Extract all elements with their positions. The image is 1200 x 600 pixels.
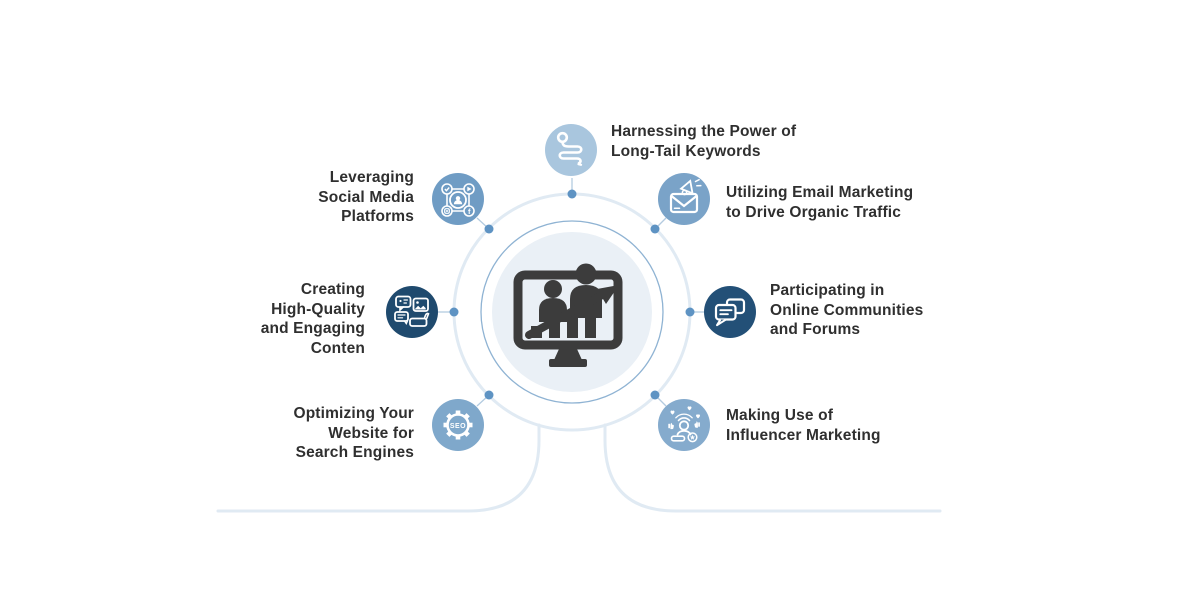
email-megaphone-icon <box>658 173 710 225</box>
node-dot <box>685 307 695 317</box>
topic-label-influencer-marketing: Making Use of Influencer Marketing <box>726 406 881 445</box>
topic-label-seo: Optimizing Your Website for Search Engin… <box>293 404 414 463</box>
svg-text:SEO: SEO <box>450 423 466 430</box>
label-line: Platforms <box>341 208 414 225</box>
label-line: Utilizing Email Marketing <box>726 184 914 201</box>
label-line: Creating <box>300 281 365 298</box>
label-line: to Drive Organic Traffic <box>726 203 902 221</box>
label-line: Conten <box>310 339 365 357</box>
center-thin-ring <box>480 220 664 404</box>
node-dot <box>449 307 459 317</box>
label-line: High-Quality <box>271 300 365 318</box>
label-line: and Engaging <box>260 320 365 337</box>
content-creation-icon <box>386 286 438 338</box>
label-line: Making Use of <box>726 407 834 424</box>
long-tail-keywords-icon <box>545 124 597 176</box>
topic-label-email-marketing: Utilizing Email Marketing to Drive Organ… <box>726 183 913 222</box>
chat-bubbles-icon <box>704 286 756 338</box>
social-media-network-icon: f <box>432 173 484 225</box>
left-sweep-line <box>216 423 541 513</box>
topic-label-social-media: Leveraging Social Media Platforms <box>318 168 414 227</box>
node-dot <box>484 390 494 400</box>
label-line: and Forums <box>770 321 861 338</box>
node-dot <box>650 224 660 234</box>
label-line: Online Communities <box>770 301 924 319</box>
node-dot <box>650 390 660 400</box>
label-line: Search Engines <box>295 444 414 461</box>
label-line: Participating in <box>770 282 885 299</box>
label-line: Leveraging <box>329 169 414 186</box>
topic-label-content-creation: Creating High-Quality and Engaging Conte… <box>261 280 365 358</box>
svg-text:f: f <box>468 207 471 216</box>
node-dots <box>449 189 695 400</box>
topic-label-long-tail-keywords: Harnessing the Power of Long-Tail Keywor… <box>611 122 796 161</box>
node-dot <box>484 224 494 234</box>
label-line: Website for <box>328 424 414 442</box>
label-line: Social Media <box>318 188 414 206</box>
influencer-icon <box>658 399 710 451</box>
label-line: Harnessing the Power of <box>611 123 797 140</box>
label-line: Influencer Marketing <box>726 426 881 444</box>
topic-label-online-communities: Participating in Online Communities and … <box>770 281 923 340</box>
label-line: Optimizing Your <box>293 405 414 422</box>
analytics-growth-monitor-icon <box>513 263 623 367</box>
seo-gear-icon: SEO <box>432 399 484 451</box>
node-dot <box>567 189 577 199</box>
label-line: Long-Tail Keywords <box>611 142 761 160</box>
right-sweep-line <box>603 423 942 513</box>
